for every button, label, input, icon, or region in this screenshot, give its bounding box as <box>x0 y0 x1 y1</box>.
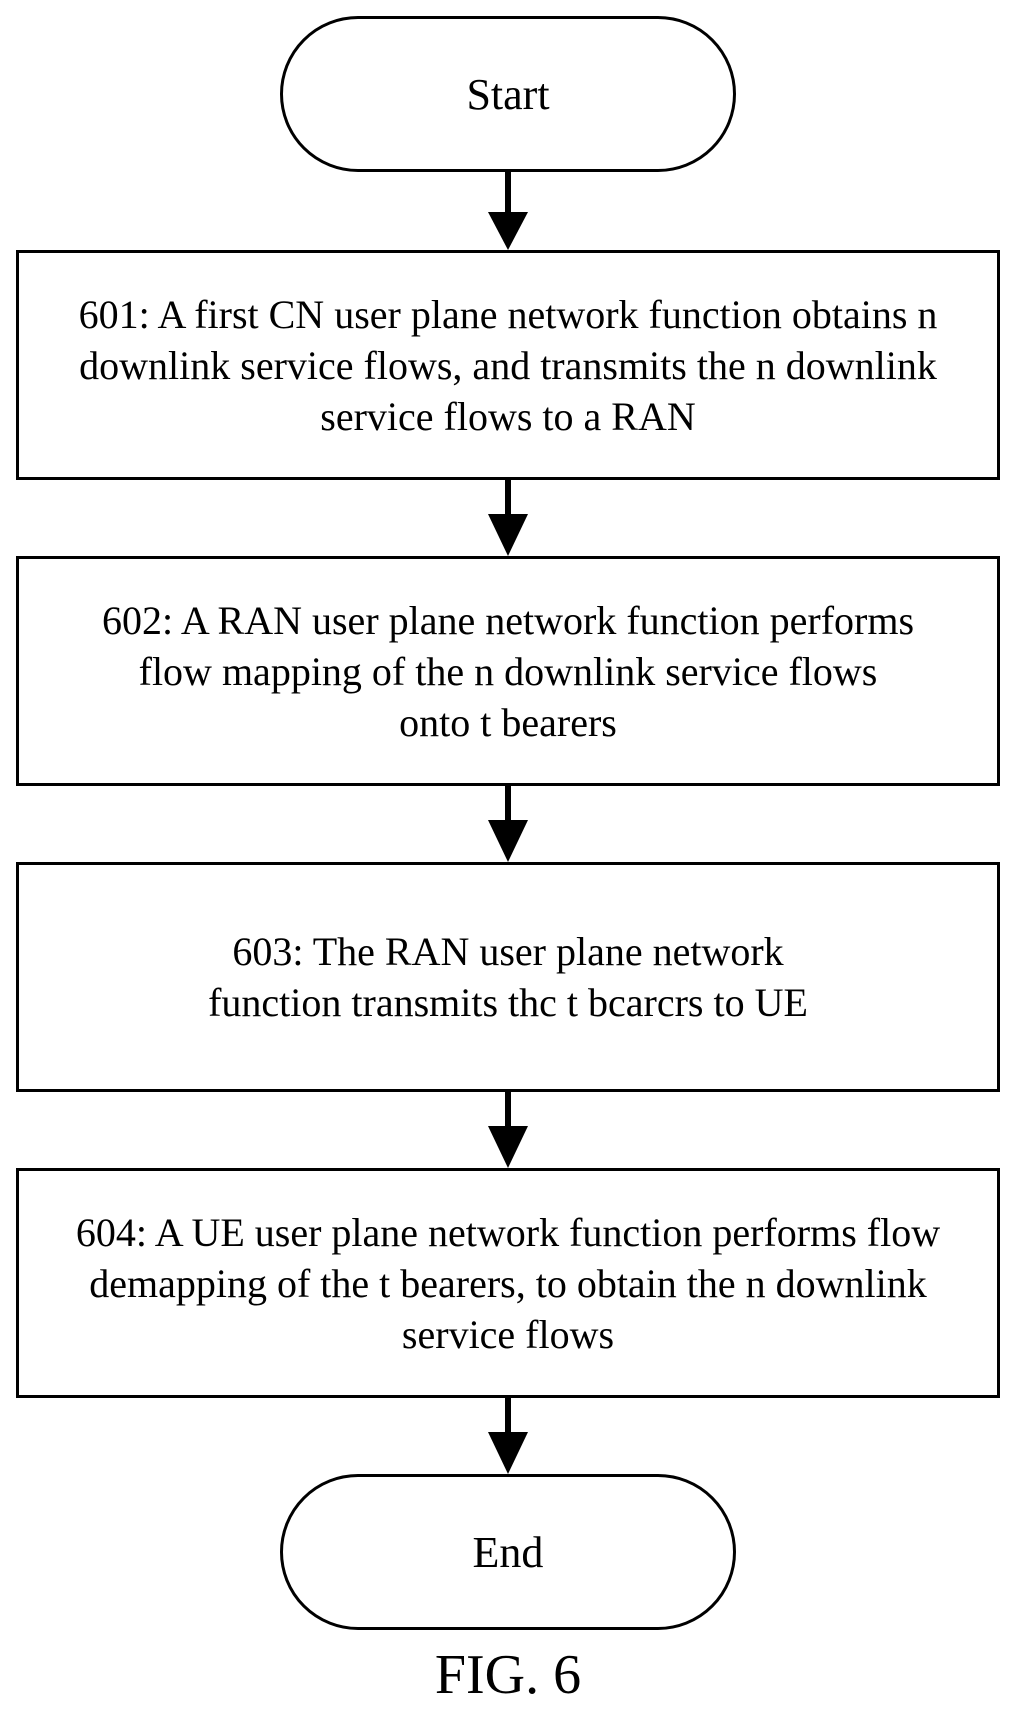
end-terminal: End <box>280 1474 736 1630</box>
step-601-text: 601: A first CN user plane network funct… <box>33 289 983 442</box>
step-603-text: 603: The RAN user plane network function… <box>169 926 847 1028</box>
arrow-603-to-604 <box>488 1092 528 1168</box>
arrow-601-to-602 <box>488 480 528 556</box>
step-604-text: 604: A UE user plane network function pe… <box>59 1207 957 1360</box>
arrow-602-to-603 <box>488 786 528 862</box>
end-label: End <box>473 1527 544 1578</box>
start-terminal: Start <box>280 16 736 172</box>
step-602-text: 602: A RAN user plane network function p… <box>99 595 917 748</box>
figure-caption: FIG. 6 <box>0 1640 1016 1710</box>
step-603-box: 603: The RAN user plane network function… <box>16 862 1000 1092</box>
step-602-box: 602: A RAN user plane network function p… <box>16 556 1000 786</box>
arrow-604-to-end <box>488 1398 528 1474</box>
arrow-start-to-601 <box>488 172 528 250</box>
step-601-box: 601: A first CN user plane network funct… <box>16 250 1000 480</box>
step-604-box: 604: A UE user plane network function pe… <box>16 1168 1000 1398</box>
start-label: Start <box>466 69 549 120</box>
